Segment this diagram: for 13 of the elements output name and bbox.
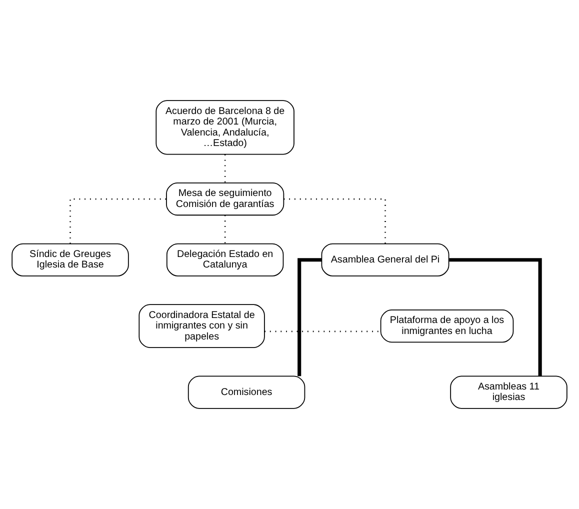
node-box: Asamblea General del Pi (321, 243, 450, 276)
node-box: Asambleas 11 iglesias (450, 376, 568, 409)
node-box: Síndic de Greuges Iglesia de Base (12, 243, 129, 276)
node-box: Acuerdo de Barcelona 8 de marzo de 2001 (Murcia, Valencia, Andalucía, …Estado) (156, 100, 294, 155)
node-box: Delegación Estado en Catalunya (166, 243, 284, 276)
node-box: Plataforma de apoyo a los inmigrantes en lucha (380, 310, 514, 343)
node-box: Mesa de seguimiento Comisión de garantías (166, 182, 284, 216)
node-box: Coordinadora Estatal de inmigrantes con y sin papeles (138, 304, 265, 348)
connector (298, 258, 322, 376)
connector (284, 198, 386, 244)
node-box: Comisiones (188, 376, 306, 409)
connector (449, 258, 542, 376)
connector (70, 198, 166, 244)
